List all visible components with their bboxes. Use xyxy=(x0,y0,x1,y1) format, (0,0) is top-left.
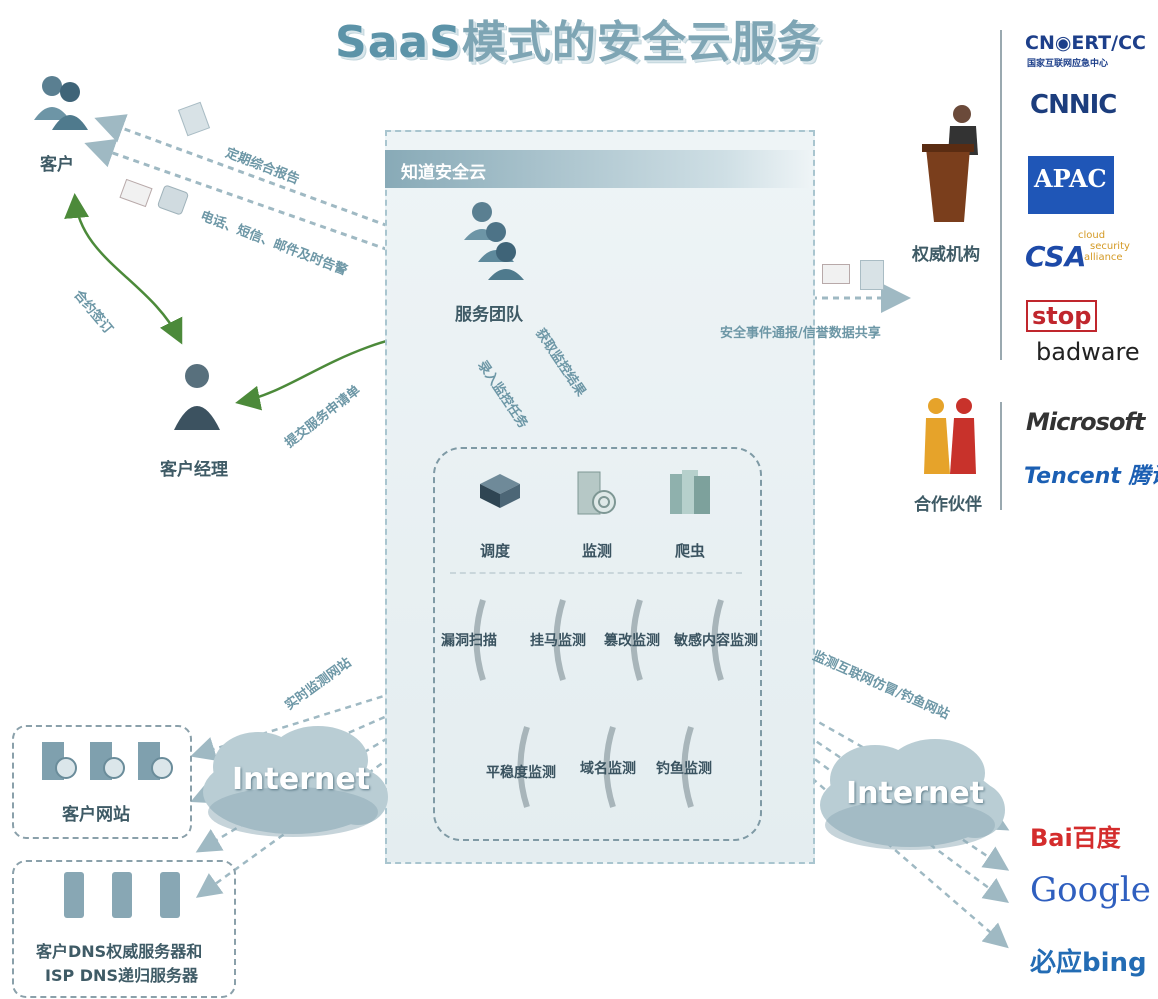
customer-sites-label: 客户网站 xyxy=(62,805,130,825)
arrow-contract xyxy=(64,193,183,345)
module-crawler: 爬虫 xyxy=(675,542,706,560)
module-sensitive-monitor: 敏感内容监测 xyxy=(674,633,758,649)
csa-sub-alliance: alliance xyxy=(1084,252,1123,263)
csa-sub-security: security xyxy=(1090,241,1130,252)
share-doc-icon xyxy=(860,260,884,290)
service-team-label: 服务团队 xyxy=(455,305,523,325)
cncert-logo-sub: 国家互联网应急中心 xyxy=(1027,59,1109,69)
web-server-icon xyxy=(138,742,173,780)
module-stability-monitor: 平稳度监测 xyxy=(486,765,556,781)
customer-sites-box xyxy=(12,725,192,839)
cnnic-logo: CNNIC xyxy=(1030,90,1117,120)
authority-speaker-icon xyxy=(922,105,978,222)
title-saas: SaaS xyxy=(335,17,462,68)
arrow-report xyxy=(94,114,441,247)
badware-logo: badware xyxy=(1036,338,1140,366)
google-logo: Google xyxy=(1030,870,1151,910)
stop-logo: stop xyxy=(1026,300,1098,332)
cycle-icon xyxy=(711,599,724,681)
apac-logo: APAC xyxy=(1028,156,1114,214)
module-monitor: 监测 xyxy=(582,542,613,560)
module-domain-monitor: 域名监测 xyxy=(580,761,636,777)
internet-label-left: Internet xyxy=(232,762,371,797)
module-vuln-scan: 漏洞扫描 xyxy=(441,633,497,649)
dns-server-icon xyxy=(112,872,132,918)
apac-logo-text: APAC xyxy=(1034,164,1107,193)
modules-divider xyxy=(450,572,742,574)
module-scheduler: 调度 xyxy=(480,542,511,560)
partner-handshake-icon xyxy=(924,398,976,474)
csa-logo-sub: cloud security alliance xyxy=(1078,230,1130,263)
page-title: SaaS模式的安全云服务 xyxy=(335,6,822,70)
dns-label-line2: ISP DNS递归服务器 xyxy=(45,966,198,985)
cycle-icon xyxy=(603,726,616,808)
authority-brace xyxy=(1000,30,1002,360)
module-trojan-monitor: 挂马监测 xyxy=(530,633,586,649)
customer-label: 客户 xyxy=(40,155,74,175)
cycle-icon xyxy=(630,599,643,681)
scheduler-icon xyxy=(480,474,520,508)
tencent-logo: Tencent 腾讯 xyxy=(1024,464,1158,489)
dns-server-icon xyxy=(160,872,180,918)
cycle-icon xyxy=(553,599,566,681)
microsoft-logo: Microsoft xyxy=(1026,408,1145,436)
service-team-icon xyxy=(464,202,524,280)
web-server-icon xyxy=(90,742,125,780)
customer-icon xyxy=(34,76,88,130)
csa-sub-cloud: cloud xyxy=(1078,230,1106,241)
internet-label-right: Internet xyxy=(846,776,985,811)
csa-logo: CSA xyxy=(1025,240,1087,273)
dns-label-line1: 客户DNS权威服务器和 xyxy=(36,942,203,961)
module-tamper-monitor: 篡改监测 xyxy=(604,633,660,649)
cycle-icon xyxy=(473,599,486,681)
security-cloud-header: 知道安全云 xyxy=(385,150,811,188)
crawler-icon xyxy=(670,470,710,514)
web-server-icon xyxy=(42,742,77,780)
internet-cloud-left xyxy=(203,726,388,837)
arrow-alert xyxy=(84,138,441,270)
account-manager-icon xyxy=(174,364,220,430)
baidu-logo: Bai百度 xyxy=(1030,824,1121,852)
module-phishing-monitor: 钓鱼监测 xyxy=(656,761,712,777)
share-mail-icon xyxy=(822,264,850,284)
title-rest: 模式的安全云服务 xyxy=(461,17,822,68)
monitor-icon xyxy=(577,471,616,515)
partner-label: 合作伙伴 xyxy=(914,495,982,515)
monitoring-modules-box xyxy=(433,447,762,841)
dns-servers-box xyxy=(12,860,236,998)
security-cloud-title: 知道安全云 xyxy=(401,163,486,183)
partner-brace xyxy=(1000,402,1002,510)
edge-label-share: 安全事件通报/信誉数据共享 xyxy=(720,326,881,341)
cncert-logo: CN◉ERT/CC xyxy=(1025,32,1146,54)
bing-logo: 必应bing xyxy=(1030,948,1147,978)
cycle-icon xyxy=(517,726,530,808)
internet-cloud-right xyxy=(820,739,1005,850)
dns-server-icon xyxy=(64,872,84,918)
cycle-icon xyxy=(681,726,694,808)
account-manager-label: 客户经理 xyxy=(160,460,228,480)
stop-logo-text: stop xyxy=(1032,302,1092,330)
authority-label: 权威机构 xyxy=(912,245,980,265)
